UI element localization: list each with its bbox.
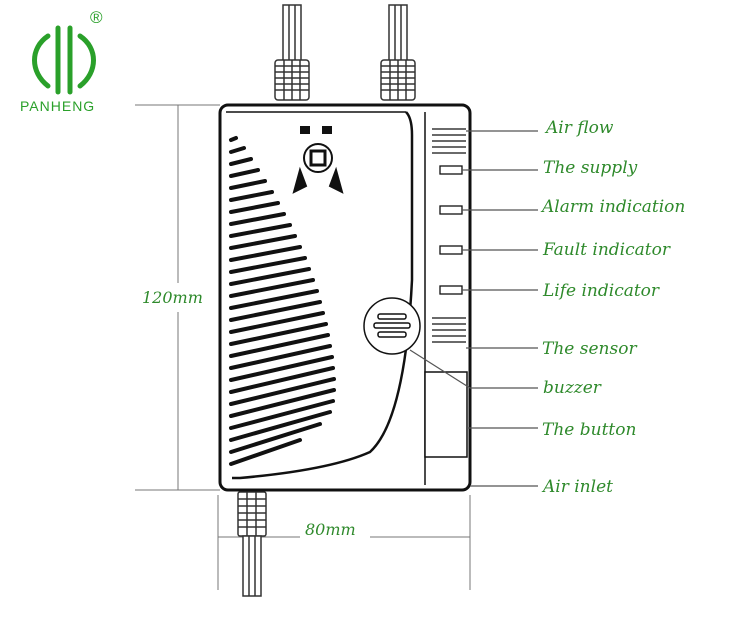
device-body: [218, 103, 472, 492]
callout-life-indicator: Life indicator: [543, 281, 660, 301]
bottom-cable: [237, 491, 267, 597]
callout-air-inlet: Air inlet: [543, 477, 613, 497]
leader-lines: [409, 130, 538, 487]
registered-mark: ®: [90, 8, 103, 27]
emblem-icon: [292, 126, 344, 194]
callout-supply: The supply: [543, 158, 638, 178]
callout-buzzer: buzzer: [543, 378, 601, 398]
callout-air-flow: Air flow: [546, 118, 614, 138]
callout-alarm-indication: Alarm indication: [542, 197, 686, 217]
sensor-grille-icon: [363, 297, 421, 355]
dimension-height: 120mm: [140, 288, 205, 308]
right-vents: [432, 128, 466, 343]
front-vents: [229, 136, 336, 466]
top-cable-left: [274, 4, 310, 101]
callout-fault-indicator: Fault indicator: [543, 240, 670, 260]
brand-name: PANHENG: [20, 98, 96, 114]
front-panel-edge: [232, 111, 414, 480]
panheng-logo-icon: [32, 25, 96, 95]
callout-sensor: The sensor: [542, 339, 637, 359]
callout-button: The button: [542, 420, 637, 440]
button-panel: [424, 371, 468, 458]
top-cable-right: [380, 4, 416, 101]
dimension-width: 80mm: [303, 520, 358, 540]
